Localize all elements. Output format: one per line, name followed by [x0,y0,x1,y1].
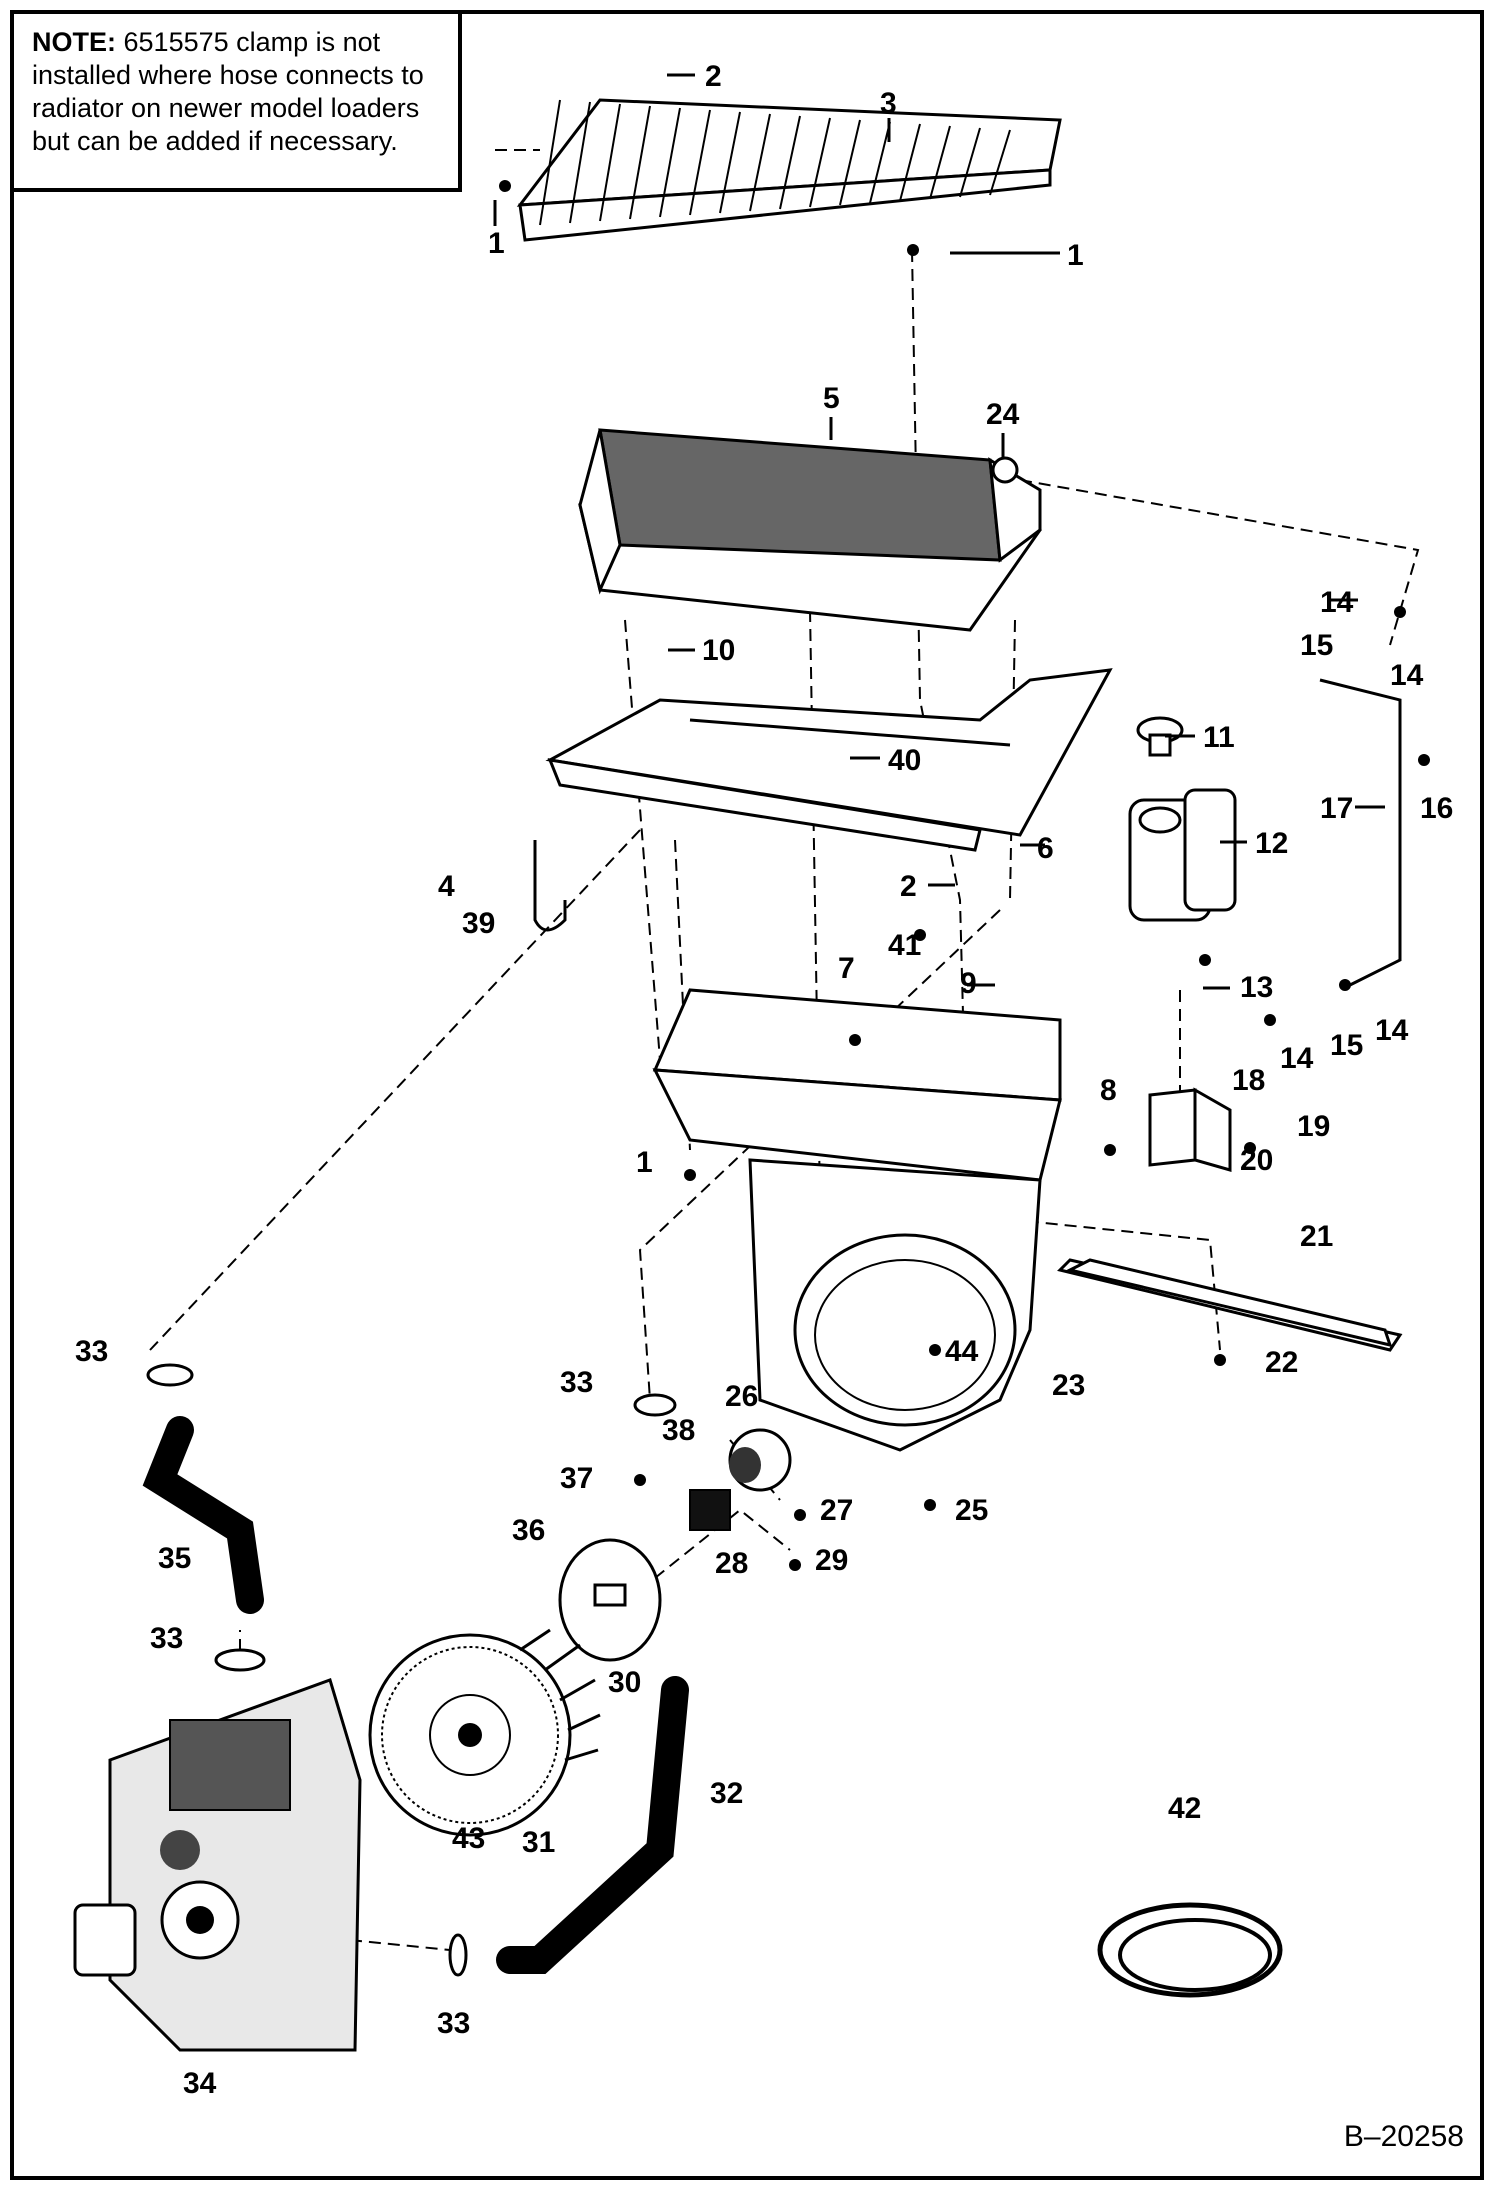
callout-19: 19 [1297,1110,1330,1143]
callout-40: 40 [888,744,921,777]
callout-ticks [493,73,1385,990]
callout-14-c: 14 [1375,1014,1409,1047]
callout-37: 37 [560,1462,593,1495]
callout-31: 31 [522,1826,555,1859]
callout-28: 28 [715,1547,748,1580]
callout-42: 42 [1168,1792,1201,1825]
callout-7: 7 [838,952,855,985]
fan-part-31 [368,1628,601,1837]
hose-part-42 [1097,1902,1283,1998]
callout-12: 12 [1255,827,1288,860]
reservoir-part-12 [1128,716,1237,922]
hose-part-35 [142,1416,264,1614]
callout-27: 27 [820,1494,853,1527]
callout-35: 35 [158,1542,191,1575]
hardware-dots [499,180,1430,1571]
callout-25: 25 [955,1494,988,1527]
note-prefix: NOTE: [32,27,116,57]
callout-32: 32 [710,1777,743,1810]
callout-17: 17 [1320,792,1353,825]
callout-24: 24 [986,398,1020,431]
callout-29: 29 [815,1544,848,1577]
callout-1-left: 1 [488,227,505,260]
figure-id: B–20258 [1343,2120,1464,2153]
callout-1-lower: 1 [636,1146,653,1179]
callout-41: 41 [888,929,921,962]
tube-part-17 [1319,678,1402,987]
callout-38: 38 [662,1414,695,1447]
callout-21: 21 [1300,1220,1333,1253]
callout-10: 10 [702,634,735,667]
callout-33-a: 33 [75,1335,108,1368]
callout-20: 20 [1240,1144,1273,1177]
coupler-part-28 [689,1489,731,1531]
callout-39: 39 [462,907,495,940]
callout-labels: 2 3 1 1 5 24 10 14 15 14 11 40 16 17 12 … [75,60,1453,2100]
callout-33-d: 33 [437,2007,470,2040]
bracket-part-20 [1148,1087,1232,1172]
frame-part-6 [545,668,1113,852]
callout-33-b: 33 [560,1366,593,1399]
callout-23: 23 [1052,1369,1085,1402]
callout-15-b: 15 [1330,1029,1363,1062]
radiator-part-5 [578,428,1042,632]
shroud-part-23 [652,988,1062,1452]
plate-part-21 [1057,1258,1403,1352]
callout-26: 26 [725,1380,758,1413]
motor-part-26 [728,1428,792,1492]
hose-part-32 [496,1676,689,1974]
callout-6: 6 [1037,832,1054,865]
clamps-part-33 [146,1363,677,1977]
callout-11: 11 [1203,721,1235,754]
note-text: 6515575 clamp is not installed where hos… [32,27,424,156]
callout-5: 5 [823,382,840,415]
callout-15-a: 15 [1300,629,1333,662]
callout-13: 13 [1240,971,1273,1004]
callout-1-right: 1 [1067,239,1084,272]
callout-4: 4 [438,870,455,903]
callout-9: 9 [960,967,977,1000]
callout-44: 44 [945,1335,979,1368]
callout-36: 36 [512,1514,545,1547]
callout-33-c: 33 [150,1622,183,1655]
callout-34: 34 [183,2067,217,2100]
callout-22: 22 [1265,1346,1298,1379]
callout-2-top: 2 [705,60,722,93]
callout-14-b: 14 [1390,659,1424,692]
callout-18: 18 [1232,1064,1265,1097]
callout-3: 3 [880,87,897,120]
engine-part-34 [73,1678,362,2052]
grille-part-3 [516,98,1062,242]
note-box: NOTE: 6515575 clamp is not installed whe… [10,10,462,192]
callout-14-a: 14 [1320,586,1354,619]
callout-30: 30 [608,1666,641,1699]
callout-2-mid: 2 [900,870,917,903]
plate-part-30 [558,1538,662,1662]
callout-43: 43 [452,1822,485,1855]
strap-part-39 [533,840,567,932]
callout-14-d: 14 [1280,1042,1314,1075]
callout-8: 8 [1100,1074,1117,1107]
callout-16: 16 [1420,792,1453,825]
